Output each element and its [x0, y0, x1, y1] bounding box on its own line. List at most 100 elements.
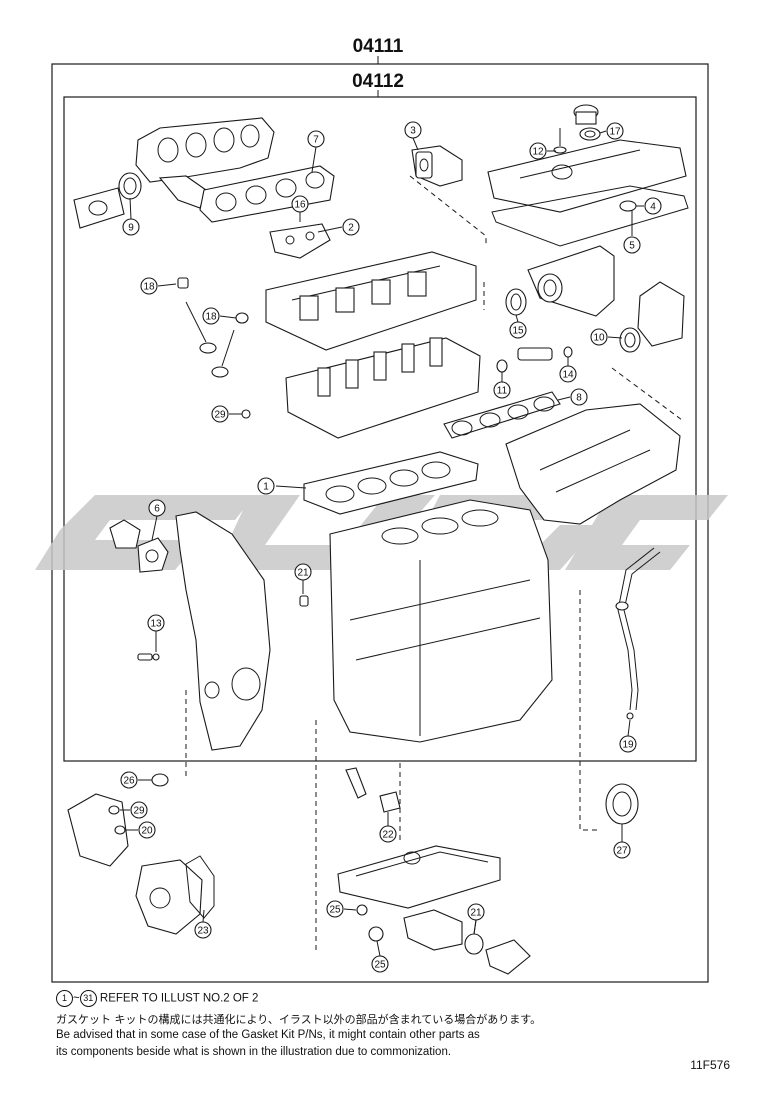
callout-21b: 21: [467, 903, 485, 935]
o-ring-11: [496, 359, 508, 373]
callout-9: 9: [122, 197, 140, 236]
head-cover-gasket: [491, 185, 689, 247]
cylinder-head: [285, 337, 481, 439]
kit-number-outer: 04111: [353, 36, 404, 57]
o-ring-29-lower: [108, 805, 120, 815]
svg-text:12: 12: [532, 147, 544, 158]
callout-11: 11: [493, 372, 511, 399]
oil-strainer: [345, 767, 401, 813]
oil-filler-cap: [573, 104, 601, 141]
oil-filter-bracket: [403, 909, 463, 951]
svg-text:4: 4: [650, 202, 656, 213]
cylinder-head-gasket: [303, 451, 479, 515]
exhaust-pipe-gasket-ring: [118, 172, 142, 200]
svg-text:8: 8: [576, 393, 582, 404]
inner-kit-frame: [63, 96, 697, 762]
svg-text:6: 6: [154, 504, 160, 515]
svg-text:25: 25: [374, 960, 386, 971]
rear-oil-seal: [605, 783, 639, 825]
seal-26: [151, 773, 169, 787]
callout-16: 16: [291, 195, 309, 222]
oil-pan-drain-plug-25: [356, 904, 368, 916]
callout-5: 5: [623, 210, 641, 254]
english-note-line2: its components beside what is shown in t…: [56, 1046, 452, 1058]
svg-text:18: 18: [143, 282, 155, 293]
callout-12: 12: [529, 142, 556, 160]
camshaft-housing: [265, 251, 477, 351]
callout-25b: 25: [371, 940, 389, 973]
gasket-29-upper: [241, 409, 251, 419]
svg-text:1: 1: [263, 482, 269, 493]
english-note-line1: Be advised that in some case of the Gask…: [56, 1029, 480, 1041]
callout-13: 13: [147, 614, 165, 652]
svg-text:21: 21: [470, 908, 482, 919]
svg-text:11: 11: [497, 386, 508, 397]
svg-text:22: 22: [382, 830, 394, 841]
svg-text:3: 3: [410, 126, 416, 137]
valve-seal-18b: [235, 312, 249, 324]
callout-29b: 29: [120, 801, 148, 819]
egr-valve: [637, 281, 685, 347]
refer-note: 1~31 REFER TO ILLUST NO.2 OF 2: [56, 990, 258, 1007]
callout-14: 14: [559, 357, 577, 383]
small-bolt-12: [553, 128, 567, 154]
svg-text:10: 10: [593, 333, 605, 344]
svg-text:9: 9: [128, 223, 134, 234]
callout-25a: 25: [326, 900, 357, 918]
callout-3: 3: [404, 121, 422, 151]
svg-text:23: 23: [197, 926, 209, 937]
svg-text:7: 7: [313, 135, 319, 146]
svg-text:29: 29: [214, 410, 226, 421]
svg-text:29: 29: [133, 806, 145, 817]
timing-chain-cover: [175, 511, 271, 751]
valve-1: [185, 301, 217, 354]
intake-manifold-gasket: [443, 391, 561, 439]
water-inlet-pipe: [109, 519, 141, 549]
gasket-24-ring: [464, 933, 484, 955]
callout-27: 27: [613, 824, 631, 859]
water-pump: [135, 859, 203, 935]
range-tilde: ~: [73, 992, 80, 1005]
illustration-code: 11F576: [690, 1058, 730, 1072]
callout-1: 1: [257, 477, 307, 495]
svg-text:5: 5: [629, 241, 635, 252]
cylinder-block: [329, 499, 553, 743]
camshaft-bracket: [269, 223, 331, 259]
plug-13: [137, 653, 160, 661]
svg-text:19: 19: [622, 740, 634, 751]
oil-pan: [337, 845, 501, 909]
kit-number-inner: 04112: [352, 71, 404, 92]
oil-level-gauge-guide: [615, 547, 661, 720]
callout-19: 19: [619, 719, 637, 753]
svg-text:18: 18: [205, 312, 217, 323]
gasket-25-ring: [368, 926, 384, 942]
callout-10: 10: [590, 328, 623, 346]
callout-4: 4: [636, 197, 662, 215]
svg-text:15: 15: [512, 326, 524, 337]
svg-text:2: 2: [348, 223, 354, 234]
callout-17: 17: [599, 122, 624, 140]
range-end-badge: 31: [79, 990, 97, 1007]
svg-text:17: 17: [609, 127, 621, 138]
svg-text:13: 13: [150, 619, 162, 630]
callout-22: 22: [379, 812, 397, 843]
range-start-badge: 1: [56, 990, 73, 1007]
egr-gasket-10: [619, 327, 641, 353]
exhaust-manifold-gasket: [199, 165, 335, 223]
exhaust-manifold: [73, 117, 275, 229]
callout-26: 26: [120, 771, 152, 789]
callout-6: 6: [148, 499, 166, 541]
throttle-gasket-15: [505, 288, 527, 316]
callout-8: 8: [557, 388, 588, 406]
valve-2: [211, 329, 235, 378]
callout-2: 2: [317, 218, 360, 236]
callouts: 1 2 3 4 5 6 7 8 9 10 11 12 13 14 15 16 1…: [120, 121, 662, 973]
callout-29a: 29: [211, 405, 242, 423]
water-outlet: [411, 145, 463, 187]
callout-15: 15: [509, 314, 527, 339]
intake-manifold: [505, 403, 681, 525]
throttle-body: [527, 245, 615, 317]
callout-18a: 18: [140, 277, 177, 295]
callout-23: 23: [194, 909, 212, 939]
